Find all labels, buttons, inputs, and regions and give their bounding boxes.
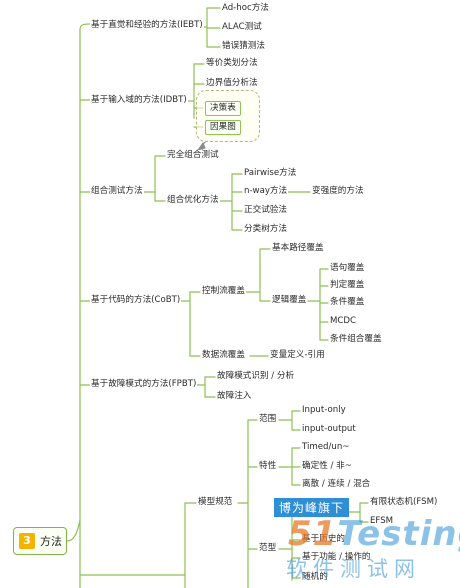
leaf-cause-effect[interactable]: 因果图 — [205, 120, 241, 135]
leaf-orthogonal[interactable]: 正交试验法 — [243, 205, 288, 216]
root-number-badge: 3 — [19, 533, 35, 549]
node-control-flow[interactable]: 控制流覆盖 — [201, 286, 246, 297]
leaf-condition[interactable]: 条件覆盖 — [329, 297, 366, 308]
leaf-input-only[interactable]: Input-only — [301, 405, 347, 416]
leaf-function-based[interactable]: 基于功能 / 操作的 — [301, 552, 372, 563]
node-combo-opt[interactable]: 组合优化方法 — [166, 195, 220, 206]
leaf-adhoc[interactable]: Ad-hoc方法 — [221, 3, 270, 14]
leaf-pairwise[interactable]: Pairwise方法 — [243, 168, 298, 179]
node-nway[interactable]: n-way方法 — [243, 186, 289, 197]
node-paradigm[interactable]: 范型 — [258, 543, 278, 554]
leaf-equivalence[interactable]: 等价类划分法 — [205, 58, 259, 69]
branch-fpbt[interactable]: 基于故障模式的方法(FPBT) — [90, 379, 198, 390]
branch-idbt[interactable]: 基于输入域的方法(IDBT) — [90, 95, 188, 106]
leaf-alac[interactable]: ALAC测试 — [221, 22, 263, 33]
leaf-efsm[interactable]: EFSM — [369, 516, 395, 527]
leaf-class-tree[interactable]: 分类树方法 — [243, 224, 288, 235]
leaf-def-use[interactable]: 变量定义-引用 — [269, 350, 326, 361]
leaf-fault-mode[interactable]: 故障模式识别 / 分析 — [216, 371, 296, 382]
leaf-error-guessing[interactable]: 错误猜测法 — [221, 41, 266, 52]
leaf-basic-path[interactable]: 基本路径覆盖 — [271, 243, 325, 254]
leaf-mcdc[interactable]: MCDC — [329, 316, 358, 327]
leaf-full-combo[interactable]: 完全组合测试 — [166, 150, 220, 161]
node-transition-based[interactable]: 基于转换的 — [301, 506, 346, 517]
leaf-random[interactable]: 随机的 — [301, 572, 329, 583]
leaf-decision[interactable]: 判定覆盖 — [329, 280, 366, 291]
branch-cobt[interactable]: 基于代码的方法(CoBT) — [90, 295, 182, 306]
node-scope[interactable]: 范围 — [258, 414, 278, 425]
leaf-multi-condition[interactable]: 条件组合覆盖 — [329, 334, 383, 345]
node-model-spec[interactable]: 模型规范 — [197, 497, 234, 508]
leaf-fsm[interactable]: 有限状态机(FSM) — [369, 497, 439, 508]
node-feature[interactable]: 特性 — [258, 461, 278, 472]
leaf-decision-table[interactable]: 决策表 — [205, 101, 241, 116]
leaf-fault-injection[interactable]: 故障注入 — [216, 391, 253, 402]
leaf-timed[interactable]: Timed/un~ — [301, 442, 351, 453]
branch-combo[interactable]: 组合测试方法 — [90, 186, 144, 197]
leaf-history-based[interactable]: 基于历史的 — [301, 534, 346, 545]
leaf-discrete[interactable]: 离散 / 连续 / 混合 — [301, 479, 372, 490]
leaf-boundary[interactable]: 边界值分析法 — [205, 78, 259, 89]
leaf-statement[interactable]: 语句覆盖 — [329, 263, 366, 274]
root-label: 方法 — [40, 535, 62, 548]
node-data-flow[interactable]: 数据流覆盖 — [201, 350, 246, 361]
node-logic-coverage[interactable]: 逻辑覆盖 — [271, 295, 308, 306]
leaf-deterministic[interactable]: 确定性 / 非~ — [301, 461, 353, 472]
leaf-input-output[interactable]: input-output — [301, 424, 357, 435]
root-node[interactable]: 3 方法 — [13, 527, 67, 555]
leaf-variable-strength[interactable]: 变强度的方法 — [311, 186, 365, 197]
branch-iebt[interactable]: 基于直觉和经验的方法(IEBT) — [90, 20, 204, 31]
